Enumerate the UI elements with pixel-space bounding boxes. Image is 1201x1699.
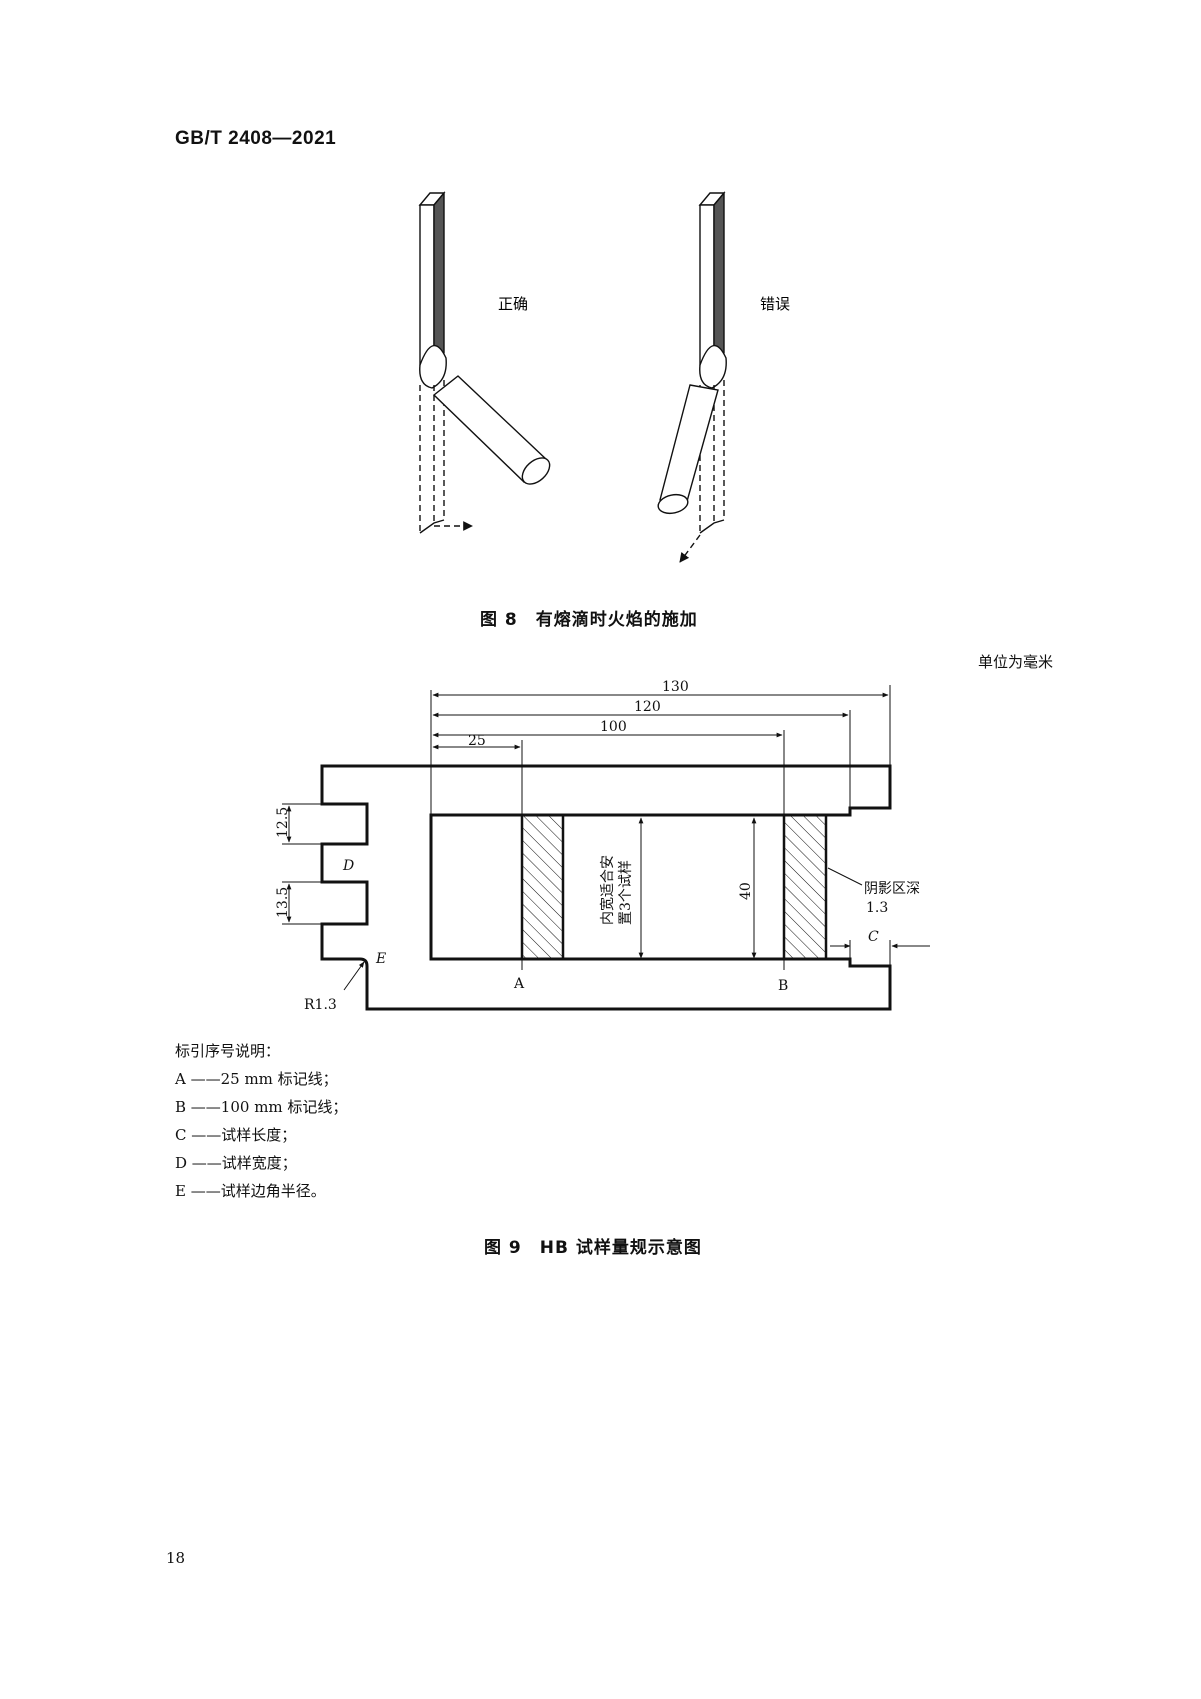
- label-R: R1.3: [304, 997, 337, 1013]
- hatch-zone-A: [520, 813, 565, 961]
- dim-13-5: 13.5: [275, 887, 291, 918]
- legend-item-D: D ——试样宽度；: [175, 1154, 297, 1172]
- inner-note-line2: 置3个试样: [618, 860, 634, 925]
- legend-item-B: B ——100 mm 标记线；: [175, 1098, 348, 1116]
- figure8-drawing: 正确 错误: [418, 191, 790, 563]
- hatch-zone-B: [782, 813, 828, 961]
- standard-id: GB/T 2408—2021: [175, 128, 337, 149]
- legend-item-A: A ——25 mm 标记线；: [175, 1070, 338, 1088]
- correct-burner: [432, 375, 551, 485]
- label-B: B: [778, 978, 788, 994]
- dim-12-5: 12.5: [275, 807, 291, 838]
- leader-shade: [827, 867, 863, 886]
- figure8-caption: 图 8 有熔滴时火焰的施加: [480, 610, 698, 630]
- dim-100: 100: [600, 719, 627, 735]
- dim-120: 120: [634, 699, 661, 715]
- legend: 标引序号说明： A ——25 mm 标记线； B ——100 mm 标记线； C…: [175, 1037, 347, 1205]
- figure9-drawing: 130 120 100 25 12.5 13.5 40 内宽适合安 置3个试样 …: [275, 679, 930, 1013]
- legend-item-E: E ——试样边角半径。: [175, 1182, 326, 1200]
- label-D: D: [342, 858, 354, 874]
- dim-40: 40: [738, 882, 754, 900]
- label-C: C: [868, 929, 879, 945]
- label-A: A: [513, 976, 525, 992]
- page-number: 18: [166, 1549, 186, 1567]
- correct-specimen: [418, 191, 473, 534]
- legend-title: 标引序号说明：: [175, 1042, 281, 1060]
- leader-R: [343, 961, 365, 991]
- gauge-outline: [320, 764, 892, 1011]
- label-wrong: 错误: [760, 295, 790, 313]
- dim-130: 130: [662, 679, 689, 695]
- dim-25: 25: [468, 733, 486, 749]
- inner-note-line1: 内宽适合安: [599, 855, 616, 925]
- shade-note-line1: 阴影区深: [864, 881, 920, 897]
- figure9-caption: 图 9 HB 试样量规示意图: [484, 1238, 702, 1258]
- label-correct: 正确: [498, 295, 528, 313]
- wrong-specimen: [679, 191, 727, 563]
- wrong-burner: [657, 384, 719, 515]
- unit-note: 单位为毫米: [978, 653, 1054, 671]
- shade-note-line2: 1.3: [866, 900, 888, 916]
- legend-item-C: C ——试样长度；: [175, 1126, 297, 1144]
- label-E: E: [375, 951, 386, 967]
